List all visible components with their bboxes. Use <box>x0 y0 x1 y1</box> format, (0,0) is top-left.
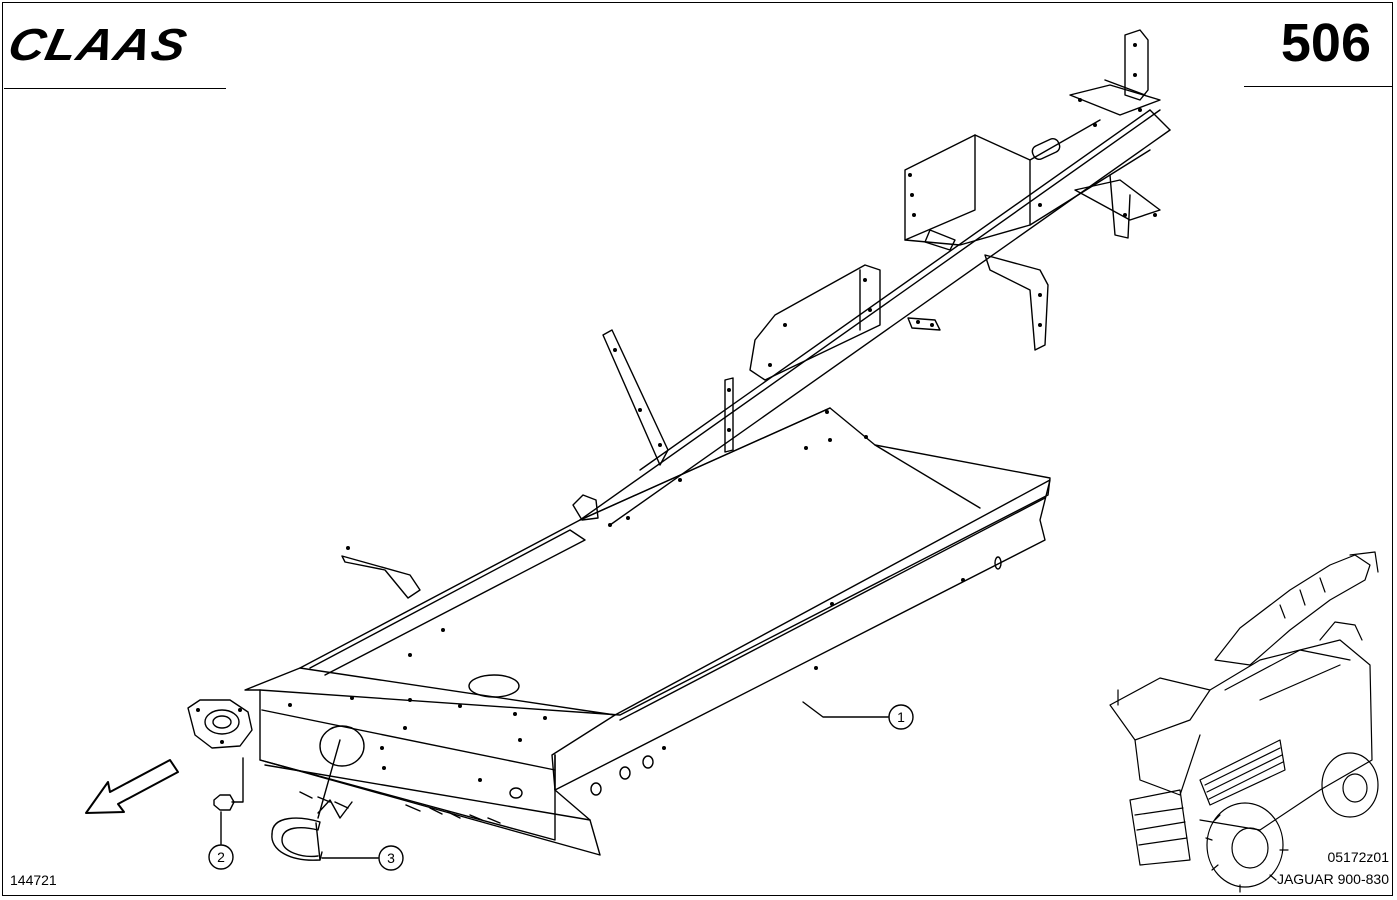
callout-3: 3 <box>378 845 404 871</box>
leader-line-1 <box>802 701 889 718</box>
upper-frame-beam <box>579 29 1171 526</box>
callout-1: 1 <box>888 704 914 730</box>
page-number: 506 <box>1280 13 1371 73</box>
logo-underline <box>4 88 226 89</box>
arrow-left-down-icon <box>85 759 179 814</box>
callout-2-label: 2 <box>217 849 225 865</box>
part-nut <box>213 757 244 845</box>
harvester-thumbnail <box>1109 551 1379 893</box>
left-flange <box>187 699 253 749</box>
drawing-code: 05172z01 <box>1327 849 1389 865</box>
part-sleeve <box>271 739 379 861</box>
figure-id: 144721 <box>10 872 57 888</box>
callout-1-label: 1 <box>897 709 905 725</box>
callout-3-label: 3 <box>387 850 395 866</box>
page-number-underline <box>1244 86 1392 87</box>
model-label: JAGUAR 900-830 <box>1276 871 1389 887</box>
floor-plate-assembly <box>244 407 1051 856</box>
callout-2: 2 <box>208 844 234 870</box>
